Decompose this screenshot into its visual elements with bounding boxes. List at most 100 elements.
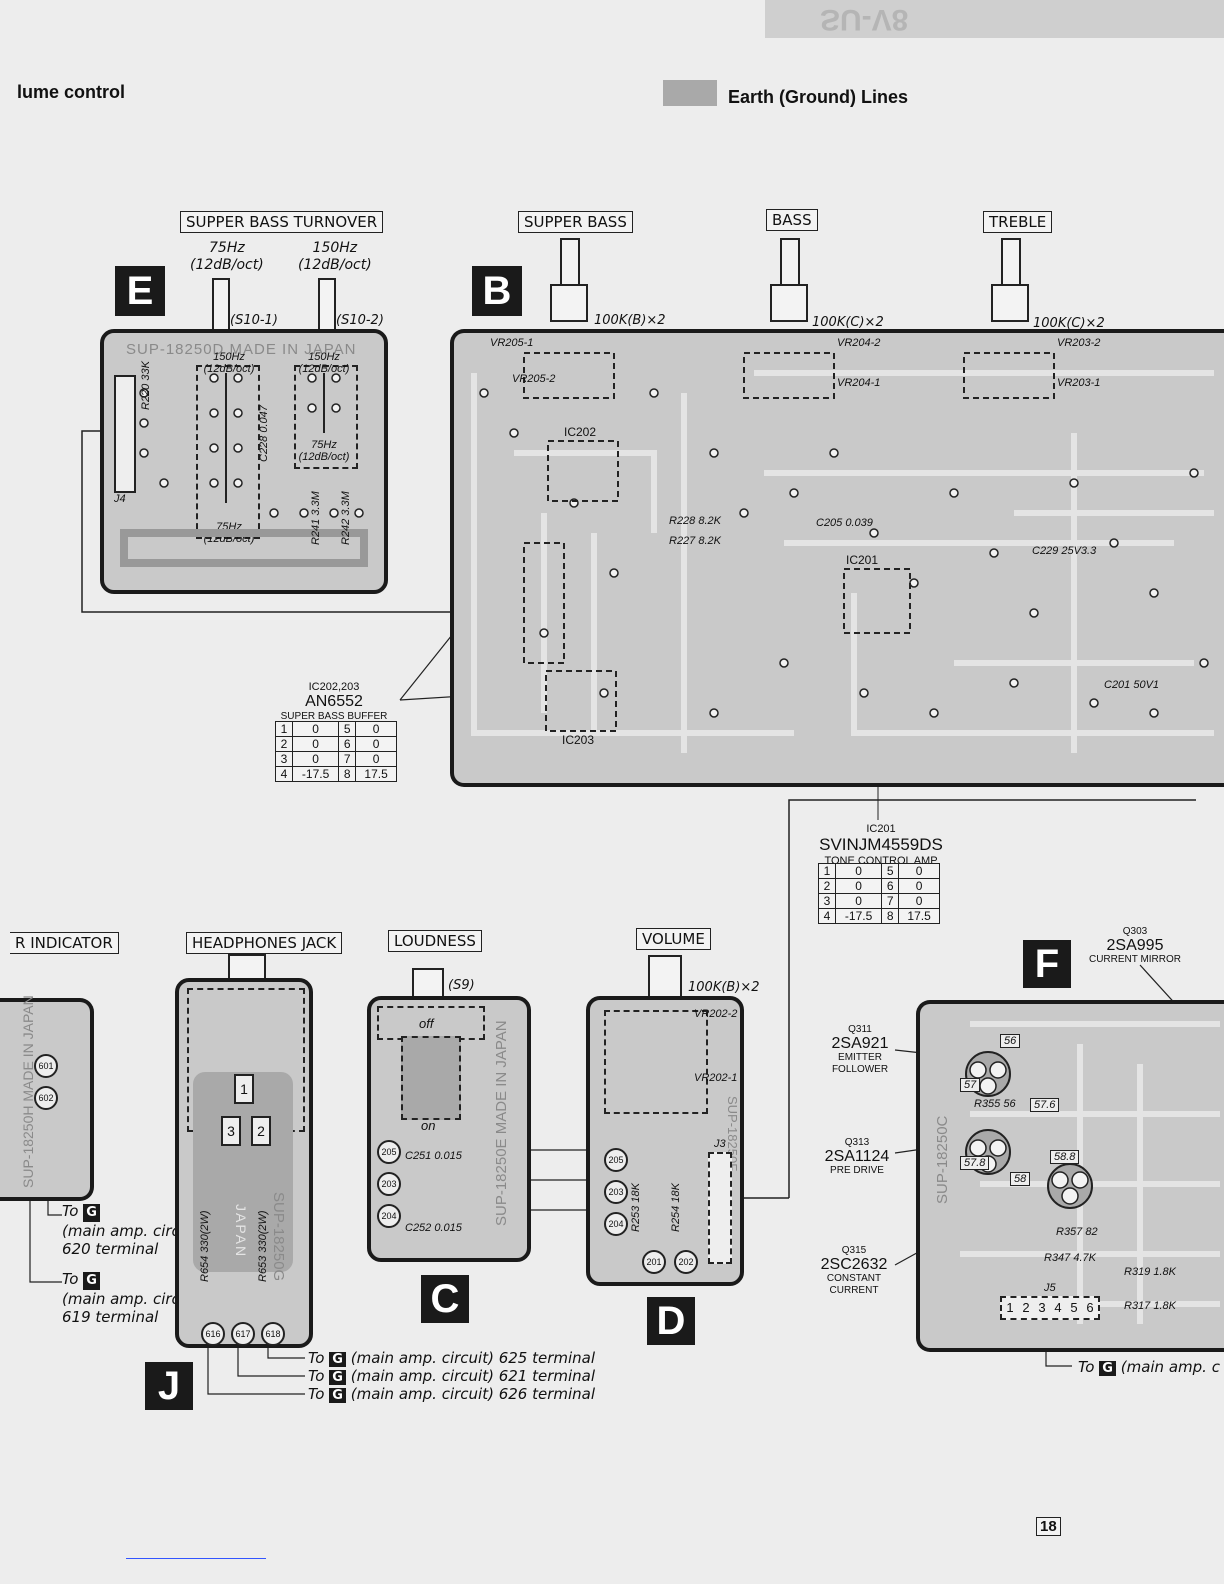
ic201-cell: 5 [881, 863, 900, 879]
connector-j4-e [114, 375, 136, 493]
block-letter-f: F [1023, 940, 1071, 988]
board-c-switch-body [401, 1036, 461, 1120]
board-b: VR205-1 VR205-2 VR204-2 VR204-1 VR203-2 … [450, 329, 1224, 787]
note-board-g: G [329, 1388, 346, 1403]
note-circuit: (main amp. circuit) [350, 1385, 494, 1403]
supper-bass-knob[interactable] [560, 238, 580, 290]
indicator-note-620: To G (main amp. circuit) 620 terminal [62, 1202, 205, 1258]
ic202-cell: 4 [275, 766, 293, 782]
q303-label: Q303 2SA995 CURRENT MIRROR [1075, 926, 1195, 966]
block-letter-c: C [421, 1275, 469, 1323]
freq-left-value: 75Hz [209, 240, 245, 256]
board-e-inner-label-4: 75Hz (12dB/oct) [298, 439, 350, 463]
board-c: off on SUP-18250E MADE IN JAPAN 205 203 … [367, 996, 531, 1262]
volume-label: VOLUME [636, 928, 711, 950]
vr204-2-label: VR204-2 [837, 337, 881, 349]
bass-pot-body [770, 284, 808, 322]
loudness-switch-s9: (S9) [448, 978, 475, 993]
treble-pot-body [991, 284, 1029, 322]
board-indicator: 601 602 SUP-18250H MADE IN JAPAN [0, 995, 94, 1201]
turnover-freq-right: 150Hz (12dB/oct) [298, 240, 372, 274]
loudness-terminal-203: 203 [377, 1172, 401, 1196]
board-e-inner-label-1: 150Hz (12dB/oct) [203, 351, 255, 375]
ic201-cell: -17.5 [834, 908, 883, 924]
bass-knob[interactable] [780, 238, 800, 290]
q315-function-2: CURRENT [829, 1285, 879, 1296]
q303-function: CURRENT MIRROR [1088, 954, 1182, 965]
board-d: VR202-2 VR202-1 SUP-18250F J3 205 203 20… [586, 996, 744, 1286]
freq-right-slope: (12dB/oct) [298, 257, 372, 273]
note-circuit: (main amp. circuit) [350, 1349, 494, 1367]
connector-j3 [708, 1152, 732, 1264]
turnover-freq-left: 75Hz (12dB/oct) [190, 240, 264, 274]
loudness-state-off: off [419, 1016, 434, 1031]
board-e-inner-label-3: 150Hz (12dB/oct) [298, 351, 350, 375]
part-r254: R254 18K [670, 1183, 682, 1232]
headphones-note-625: To G (main amp. circuit) 625 terminal [308, 1349, 595, 1367]
ic201-cell: 0 [834, 893, 883, 909]
board-j-text: SUP-18250G [270, 1192, 287, 1282]
note-to: To [308, 1349, 325, 1367]
ic201-cell: 0 [834, 863, 883, 879]
ic201-cell: 1 [818, 863, 836, 879]
vr205-1-label: VR205-1 [490, 337, 534, 349]
note-board-g: G [329, 1370, 346, 1385]
ic202-cell: 2 [275, 736, 293, 752]
page-title-fragment: lume control [17, 82, 126, 102]
j5-pin-1: 1 [1006, 1300, 1014, 1315]
terminal-616: 616 [201, 1322, 225, 1346]
ic201-cell: 6 [881, 878, 900, 894]
vr205-2-label: VR205-2 [512, 373, 556, 385]
ic202-cell: 3 [275, 751, 293, 767]
switch-e-left-frame [196, 365, 260, 539]
board-f-text: SUP-18250C [934, 1115, 951, 1204]
ic202-caption-function: SUPER BASS BUFFER [280, 711, 388, 722]
ic201-caption-part: SVINJM4559DS [819, 835, 943, 854]
legend-label: Earth (Ground) Lines [728, 87, 908, 107]
j5-pin-5: 5 [1070, 1300, 1078, 1315]
ic201-label: IC201 [846, 553, 879, 567]
vr204-1-label: VR204-1 [837, 377, 881, 389]
note-board-g: G [1099, 1361, 1116, 1376]
bottom-link-underline [126, 1558, 266, 1559]
volume-knob[interactable] [648, 955, 682, 999]
board-j: 1 3 2 SUP-18250G JAPAN R654 330(2W) R653… [175, 978, 313, 1348]
part-c252: C252 0.015 [405, 1222, 462, 1234]
note-to: To [308, 1385, 325, 1403]
volume-terminal-203: 203 [604, 1180, 628, 1204]
treble-label: TREBLE [983, 211, 1053, 233]
block-letter-b: B [472, 266, 522, 316]
ic202-cell: -17.5 [291, 766, 340, 782]
note-board-g: G [83, 1204, 100, 1222]
q315-label: Q315 2SC2632 CONSTANT CURRENT [810, 1245, 898, 1297]
q313-part: 2SA1124 [824, 1148, 890, 1165]
switch-s10-2: (S10-2) [336, 313, 384, 328]
vr203-1-label: VR203-1 [1057, 377, 1101, 389]
q311-label: Q311 2SA921 EMITTER FOLLOWER [820, 1024, 900, 1076]
ic201-cell: 0 [834, 878, 883, 894]
note-circuit: (main amp. c [1120, 1358, 1220, 1376]
q311-id: Q311 [848, 1024, 872, 1035]
ic201-cell: 0 [898, 863, 940, 879]
ic202-caption: IC202,203 AN6552 SUPER BASS BUFFER [264, 680, 404, 724]
board-f: 56 57 58 57.6 57.8 58.8 R355 56 R357 82 … [916, 1000, 1224, 1352]
indicator-board-text: SUP-18250H MADE IN JAPAN [20, 995, 36, 1188]
part-r357: R357 82 [1056, 1226, 1098, 1238]
ic201-cell: 8 [881, 908, 900, 924]
note-terminal: 620 terminal [62, 1240, 159, 1258]
indicator-terminal-602: 602 [34, 1086, 58, 1110]
board-b-traces [471, 352, 1214, 753]
f-pad-56: 56 [1000, 1034, 1021, 1048]
volume-terminal-201: 201 [642, 1250, 666, 1274]
ic202-caption-ids: IC202,203 [308, 681, 360, 693]
note-to: To [62, 1270, 79, 1288]
connector-j3-label: J3 [714, 1138, 726, 1150]
ic203-label: IC203 [562, 733, 595, 747]
treble-knob[interactable] [1001, 238, 1021, 290]
indicator-label: R INDICATOR [10, 932, 119, 954]
